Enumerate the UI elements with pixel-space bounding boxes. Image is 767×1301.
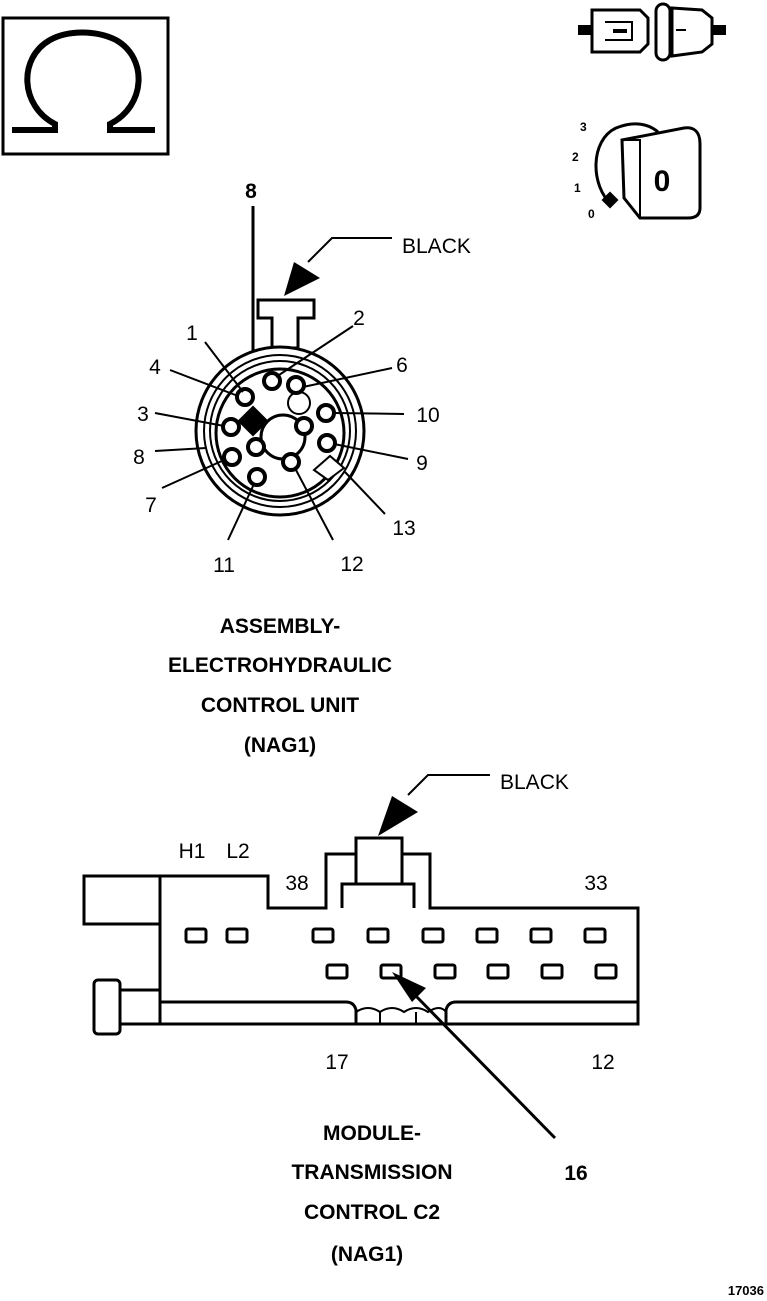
tcm-caption-line-1: MODULE- — [323, 1122, 421, 1145]
ecu-pin-label-13: 13 — [392, 517, 415, 540]
ecu-pin-label-6: 6 — [396, 354, 408, 377]
ohmmeter-icon — [1, 16, 170, 156]
key-position-1: 1 — [574, 181, 581, 195]
ecu-caption: ASSEMBLY- ELECTROHYDRAULIC CONTROL UNIT … — [168, 615, 392, 757]
ecu-pin-label-9: 9 — [416, 452, 428, 475]
ecu-black-label: BLACK — [402, 235, 471, 258]
tcm-pin-38-label: 38 — [285, 872, 308, 895]
key-position-0: 0 — [588, 207, 595, 221]
ecu-pin-label-12: 12 — [340, 553, 363, 576]
tcm-caption-line-3: CONTROL C2 — [304, 1201, 440, 1224]
tcm-pin-33-label: 33 — [584, 872, 607, 895]
disconnected-connector-icon — [578, 2, 726, 62]
ecu-pin-label-7: 7 — [145, 494, 157, 517]
tcm-caption: MODULE- TRANSMISSION CONTROL C2 (NAG1) — [291, 1122, 452, 1266]
ecu-connector: 8 BLACK — [133, 180, 471, 757]
ecu-caption-line-3: CONTROL UNIT — [201, 694, 359, 717]
ecu-pin-label-1: 1 — [186, 322, 198, 345]
ecu-pin-label-10: 10 — [416, 404, 439, 427]
ecu-pin-label-8: 8 — [133, 446, 145, 469]
tcm-pin-17-label: 17 — [325, 1051, 348, 1074]
ignition-key-icon: 3 2 1 0 0 — [572, 120, 702, 221]
ecu-caption-line-1: ASSEMBLY- — [220, 615, 341, 638]
tcm-cavities — [184, 927, 618, 980]
tcm-h1-label: H1 — [179, 840, 206, 863]
tcm-black-label: BLACK — [500, 771, 569, 794]
ecu-pin-label-11: 11 — [213, 554, 235, 577]
ecu-caption-line-4: (NAG1) — [244, 734, 316, 757]
tcm-caption-line-2: TRANSMISSION — [291, 1161, 452, 1184]
tcm-l2-label: L2 — [226, 840, 249, 863]
tcm-connector: BLACK — [82, 771, 640, 1266]
ecu-pin-label-3: 3 — [137, 403, 149, 426]
tcm-pin-12-label: 12 — [591, 1051, 614, 1074]
ecu-pin-label-2: 2 — [353, 307, 365, 330]
figure-number: 17036 — [728, 1283, 764, 1298]
ecu-top-pin-label: 8 — [245, 180, 257, 203]
tcm-caption-line-4: (NAG1) — [331, 1243, 403, 1266]
key-face-label: 0 — [654, 165, 671, 198]
ecu-caption-line-2: ELECTROHYDRAULIC — [168, 654, 392, 677]
key-position-3: 3 — [580, 120, 587, 134]
ecu-pin-holes — [221, 371, 337, 487]
tcm-pin-16-label: 16 — [564, 1162, 587, 1185]
key-position-2: 2 — [572, 150, 579, 164]
ecu-pin-label-4: 4 — [149, 356, 161, 379]
